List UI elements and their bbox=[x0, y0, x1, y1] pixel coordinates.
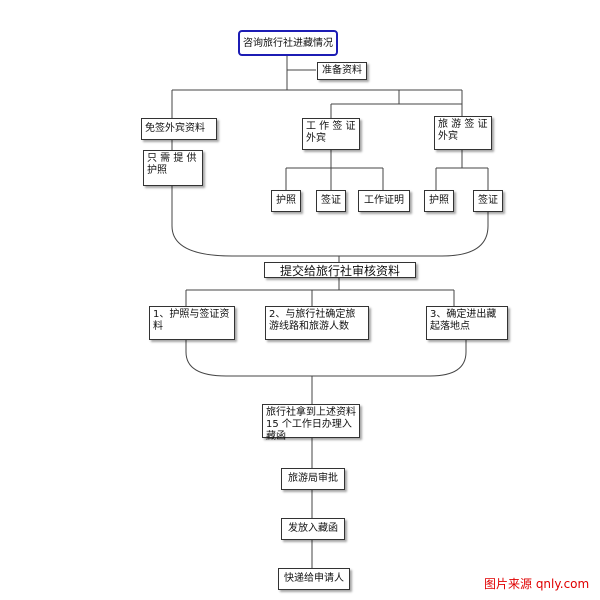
title-box: 咨询旅行社进藏情况 bbox=[238, 30, 338, 56]
work-visa-doc-box: 签证 bbox=[316, 190, 346, 212]
deliver-box: 快递给申请人 bbox=[278, 568, 350, 590]
work-passport-box: 护照 bbox=[271, 190, 301, 212]
work-visa-box: 工 作 签 证 外宾 bbox=[302, 118, 360, 150]
prepare-box: 准备资料 bbox=[317, 62, 367, 80]
passport-only-box: 只 需 提 供 护照 bbox=[143, 150, 203, 186]
visa-free-box: 免签外宾资料 bbox=[141, 118, 217, 140]
step-2-box: 2、与旅行社确定旅游线路和旅游人数 bbox=[265, 306, 369, 340]
agency-box: 旅行社拿到上述资料 15 个工作日办理入藏函 bbox=[262, 404, 360, 442]
work-proof-box: 工作证明 bbox=[358, 190, 410, 212]
tour-visa-box: 旅 游 签 证 外宾 bbox=[434, 116, 492, 150]
tour-passport-box: 护照 bbox=[424, 190, 454, 212]
step-1-box: 1、护照与签证资料 bbox=[149, 306, 235, 340]
approval-box: 旅游局审批 bbox=[281, 468, 345, 490]
tour-visa-doc-box: 签证 bbox=[473, 190, 503, 212]
issue-box: 发放入藏函 bbox=[281, 518, 345, 540]
step-3-box: 3、确定进出藏起落地点 bbox=[426, 306, 508, 340]
watermark: 图片来源 qnly.com bbox=[484, 577, 590, 591]
submit-box: 提交给旅行社审核资料 bbox=[264, 262, 416, 278]
